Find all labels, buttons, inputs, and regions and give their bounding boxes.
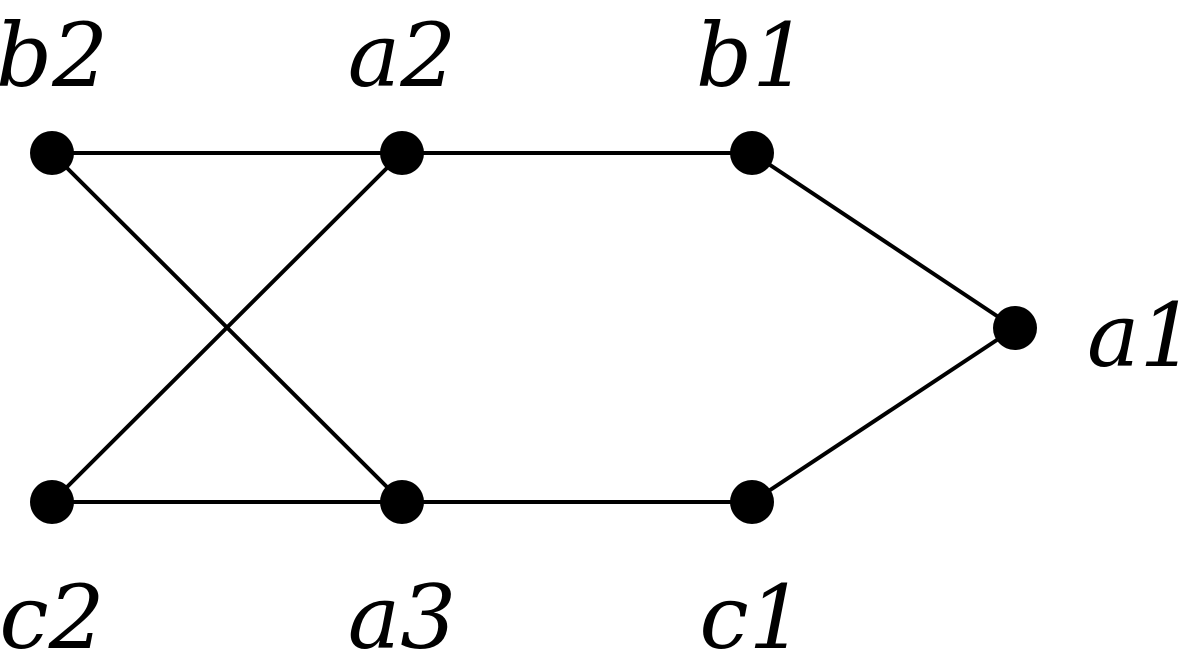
edge-c2-a2 (50, 151, 404, 504)
graph-labels: b2 a2 b1 a1 c2 a3 c1 (0, 4, 1195, 653)
node-a3 (380, 480, 424, 524)
node-b2 (30, 131, 74, 175)
node-c1 (730, 480, 774, 524)
node-c2 (30, 480, 74, 524)
graph-nodes (30, 131, 1037, 524)
node-label-a2: a2 (348, 4, 456, 107)
edge-b1-a1 (750, 151, 1017, 330)
graph-edges (50, 151, 1017, 504)
node-a1 (993, 306, 1037, 350)
node-b1 (730, 131, 774, 175)
node-label-b1: b1 (696, 4, 808, 107)
node-label-c1: c1 (699, 566, 804, 653)
node-label-a3: a3 (348, 566, 456, 653)
edge-c1-a1 (750, 326, 1017, 504)
node-a2 (380, 131, 424, 175)
node-label-b2: b2 (0, 4, 108, 107)
node-label-c2: c2 (0, 566, 105, 653)
node-label-a1: a1 (1087, 284, 1195, 387)
